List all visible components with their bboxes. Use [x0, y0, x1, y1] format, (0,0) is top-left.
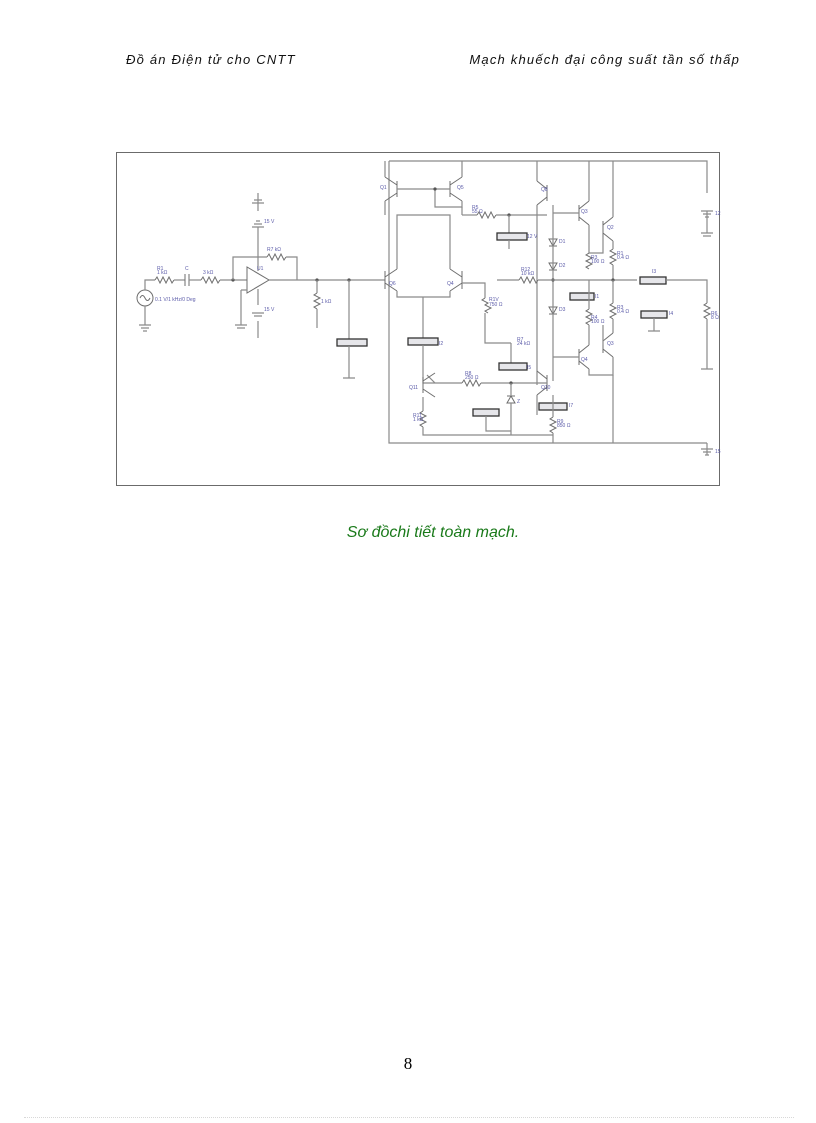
svg-text:Q10: Q10 — [541, 385, 551, 391]
svg-text:0.4 Ω: 0.4 Ω — [617, 309, 629, 315]
svg-text:R3: R3 — [617, 305, 624, 311]
svg-text:R11: R11 — [413, 413, 422, 419]
svg-text:15 V: 15 V — [264, 219, 275, 225]
circuit-schematic-figure: R1 1 kΩ C 3 kΩ R7 kΩ U1 15 V 15 V 0.1 V/… — [116, 152, 721, 486]
svg-text:1 kΩ: 1 kΩ — [413, 417, 424, 423]
svg-text:R3: R3 — [591, 255, 598, 261]
svg-text:R9: R9 — [557, 419, 564, 425]
svg-text:R7: R7 — [517, 337, 524, 343]
svg-text:Z: Z — [517, 399, 520, 405]
svg-text:Q6: Q6 — [389, 281, 396, 287]
svg-text:U1: U1 — [257, 266, 264, 272]
svg-text:Q4: Q4 — [447, 281, 454, 287]
svg-text:55 Ω: 55 Ω — [472, 209, 483, 215]
figure-caption: Sơ đồchi tiết toàn mạch. — [346, 524, 520, 541]
svg-text:100 Ω: 100 Ω — [591, 319, 605, 325]
svg-text:Q4: Q4 — [581, 357, 588, 363]
svg-text:R12: R12 — [521, 267, 530, 273]
header-left-title: Đồ án Điện tử cho CNTT — [126, 52, 296, 67]
svg-text:R5: R5 — [472, 205, 479, 211]
svg-text:D3: D3 — [559, 307, 566, 313]
svg-text:250 Ω: 250 Ω — [465, 375, 479, 381]
svg-text:12 V: 12 V — [527, 234, 538, 240]
svg-text:Q11: Q11 — [409, 385, 418, 391]
svg-text:1 kΩ: 1 kΩ — [321, 299, 332, 305]
svg-text:R1: R1 — [157, 266, 164, 272]
svg-text:R8: R8 — [465, 371, 472, 377]
svg-text:D1: D1 — [559, 239, 566, 245]
svg-text:0.1 V/1 kHz/0 Deg: 0.1 V/1 kHz/0 Deg — [155, 297, 196, 303]
svg-text:750 Ω: 750 Ω — [489, 302, 503, 308]
svg-text:Q5: Q5 — [457, 185, 464, 191]
svg-text:3 kΩ: 3 kΩ — [203, 270, 214, 276]
svg-text:8 Ω: 8 Ω — [711, 315, 719, 321]
footer-divider — [24, 1117, 794, 1118]
svg-text:100 Ω: 100 Ω — [591, 259, 605, 265]
svg-text:C: C — [185, 266, 189, 272]
svg-text:Q8: Q8 — [541, 187, 548, 193]
svg-text:1 kΩ: 1 kΩ — [157, 270, 168, 276]
circuit-schematic: R1 1 kΩ C 3 kΩ R7 kΩ U1 15 V 15 V 0.1 V/… — [136, 160, 721, 456]
svg-text:R7 kΩ: R7 kΩ — [267, 247, 281, 253]
svg-text:15: 15 — [715, 449, 721, 455]
svg-text:R6: R6 — [711, 311, 718, 317]
svg-text:850 Ω: 850 Ω — [557, 423, 571, 429]
svg-text:Q3: Q3 — [581, 209, 588, 215]
svg-text:R1V: R1V — [489, 297, 499, 303]
svg-text:R1: R1 — [617, 251, 624, 257]
svg-text:I1: I1 — [595, 294, 599, 300]
svg-text:I3: I3 — [652, 269, 656, 275]
page-number: 8 — [403, 1054, 413, 1073]
svg-text:10 kΩ: 10 kΩ — [521, 271, 534, 277]
svg-text:I4: I4 — [669, 311, 673, 317]
svg-text:I7: I7 — [569, 403, 573, 409]
svg-text:I5: I5 — [527, 365, 531, 371]
svg-text:R4: R4 — [591, 315, 598, 321]
svg-text:Q3: Q3 — [607, 341, 614, 347]
svg-text:Q1: Q1 — [380, 185, 387, 191]
svg-text:I2: I2 — [439, 341, 443, 347]
svg-text:Q2: Q2 — [607, 225, 614, 231]
svg-text:0.4 Ω: 0.4 Ω — [617, 255, 629, 261]
header-right-title: Mạch khuếch đại công suất tần số thấp — [469, 52, 740, 67]
svg-text:D2: D2 — [559, 263, 566, 269]
svg-text:24 kΩ: 24 kΩ — [517, 341, 530, 347]
svg-text:12: 12 — [715, 211, 721, 217]
svg-text:15 V: 15 V — [264, 307, 275, 313]
